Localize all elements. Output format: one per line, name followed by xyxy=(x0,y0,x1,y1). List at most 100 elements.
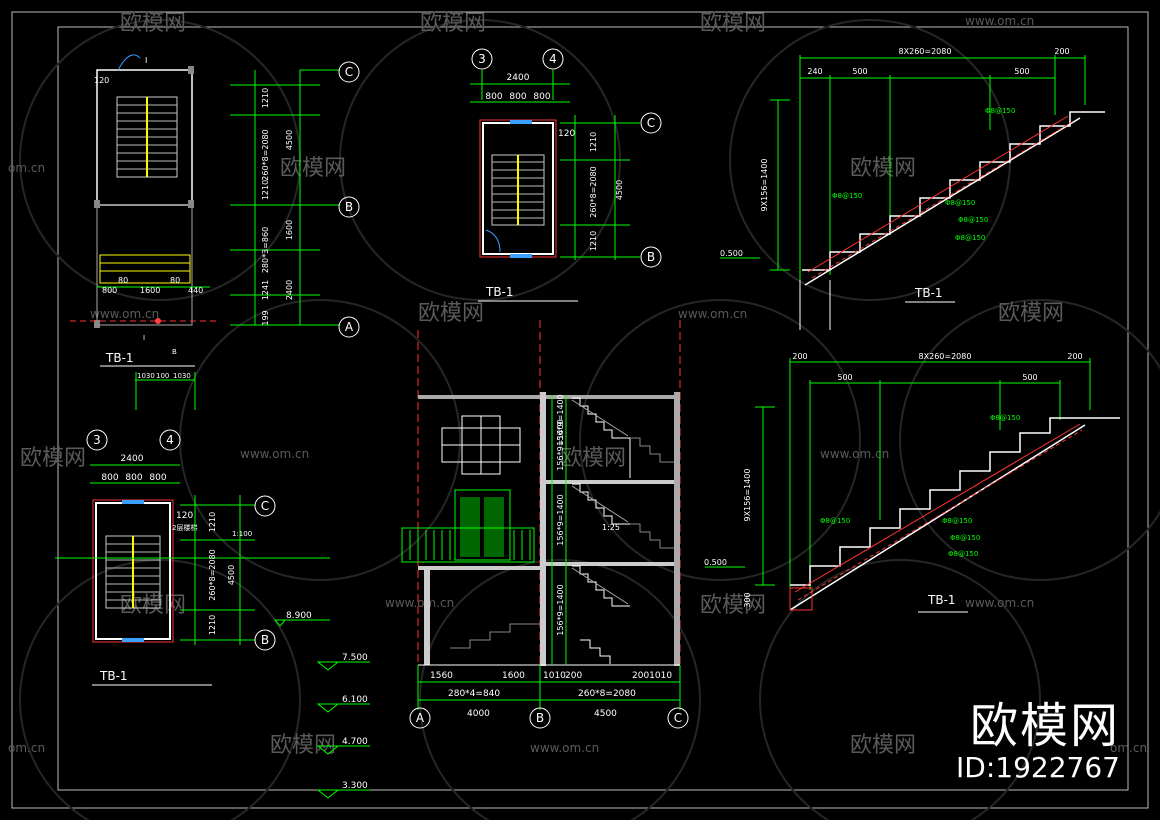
svg-text:欧模网: 欧模网 xyxy=(420,11,486,36)
svg-text:1:100: 1:100 xyxy=(232,530,252,538)
watermark-site: www.om.cn om.cn www.om.cn www.om.cn www.… xyxy=(8,14,1147,755)
svg-text:C: C xyxy=(674,711,682,725)
svg-text:B: B xyxy=(536,711,544,725)
svg-text:156*9=1400: 156*9=1400 xyxy=(556,419,565,470)
svg-text:800: 800 xyxy=(101,473,118,483)
svg-text:2001010: 2001010 xyxy=(632,671,672,681)
svg-text:B: B xyxy=(647,250,655,264)
svg-text:8.900: 8.900 xyxy=(286,611,312,621)
svg-text:280*3=860: 280*3=860 xyxy=(261,227,270,273)
svg-text:1210: 1210 xyxy=(261,88,270,108)
svg-text:8X260=2080: 8X260=2080 xyxy=(899,47,952,56)
svg-text:B: B xyxy=(172,348,177,356)
stair-detail-top: 8X260=2080 200 240 500 500 9X156=1400 0.… xyxy=(720,47,1105,330)
svg-text:2400: 2400 xyxy=(285,280,294,300)
svg-text:800: 800 xyxy=(149,473,166,483)
svg-text:3: 3 xyxy=(93,433,101,447)
svg-text:80: 80 xyxy=(118,276,128,285)
svg-text:www.om.cn: www.om.cn xyxy=(385,596,454,610)
svg-text:Φ8@150: Φ8@150 xyxy=(990,414,1020,422)
svg-text:0.500: 0.500 xyxy=(720,249,743,258)
svg-text:om.cn: om.cn xyxy=(1110,741,1147,755)
svg-text:C: C xyxy=(261,499,269,513)
svg-text:500: 500 xyxy=(1014,67,1029,76)
svg-text:A: A xyxy=(416,711,425,725)
svg-text:800: 800 xyxy=(125,473,142,483)
svg-text:B: B xyxy=(345,200,353,214)
svg-text:Φ8@150: Φ8@150 xyxy=(950,534,980,542)
svg-text:500: 500 xyxy=(1022,373,1037,382)
inner-frame xyxy=(57,26,1129,791)
svg-text:156*9=1400: 156*9=1400 xyxy=(556,394,565,445)
svg-text:200: 200 xyxy=(1067,352,1082,361)
svg-text:200: 200 xyxy=(792,352,807,361)
svg-text:4500: 4500 xyxy=(615,180,624,200)
svg-text:280*4=840: 280*4=840 xyxy=(448,689,500,699)
svg-text:4: 4 xyxy=(166,433,174,447)
svg-text:1030: 1030 xyxy=(137,372,155,380)
svg-text:156*9=1400: 156*9=1400 xyxy=(556,494,565,545)
svg-text:1010: 1010 xyxy=(543,671,566,681)
outer-frame xyxy=(11,11,1149,809)
svg-text:www.om.cn: www.om.cn xyxy=(678,307,747,321)
svg-text:欧模网: 欧模网 xyxy=(418,301,484,326)
svg-text:www.om.cn: www.om.cn xyxy=(965,596,1034,610)
svg-text:欧模网: 欧模网 xyxy=(280,156,346,181)
svg-text:Φ8@150: Φ8@150 xyxy=(985,107,1015,115)
svg-text:Φ8@150: Φ8@150 xyxy=(832,192,862,200)
svg-text:4500: 4500 xyxy=(285,130,294,150)
svg-text:4500: 4500 xyxy=(594,709,617,719)
svg-text:200: 200 xyxy=(565,671,582,681)
svg-text:1210: 1210 xyxy=(261,180,270,200)
svg-text:TB-1: TB-1 xyxy=(914,286,943,300)
svg-text:260*8=2080: 260*8=2080 xyxy=(208,549,217,600)
svg-text:9X156=1400: 9X156=1400 xyxy=(743,469,752,522)
svg-text:www.om.cn: www.om.cn xyxy=(530,741,599,755)
svg-text:800: 800 xyxy=(102,286,117,295)
svg-text:800: 800 xyxy=(485,92,502,102)
svg-text:Φ8@150: Φ8@150 xyxy=(820,517,850,525)
brand-logo: 欧模网 xyxy=(969,698,1120,754)
svg-text:4.700: 4.700 xyxy=(342,737,368,747)
svg-text:120: 120 xyxy=(558,129,575,139)
svg-text:200: 200 xyxy=(1054,47,1069,56)
svg-text:4500: 4500 xyxy=(227,565,236,585)
svg-text:C: C xyxy=(345,65,353,79)
svg-text:300: 300 xyxy=(743,592,752,607)
svg-text:TB-1: TB-1 xyxy=(485,285,514,299)
svg-text:80: 80 xyxy=(170,276,180,285)
svg-text:2400: 2400 xyxy=(121,454,144,464)
svg-text:Φ8@150: Φ8@150 xyxy=(945,199,975,207)
svg-text:I: I xyxy=(145,56,147,65)
svg-text:4000: 4000 xyxy=(467,709,490,719)
svg-text:www.om.cn: www.om.cn xyxy=(965,14,1034,28)
svg-text:1600: 1600 xyxy=(140,286,160,295)
svg-text:www.om.cn: www.om.cn xyxy=(240,447,309,461)
svg-text:8X260=2080: 8X260=2080 xyxy=(919,352,972,361)
svg-text:800: 800 xyxy=(533,92,550,102)
svg-text:260*8=2080: 260*8=2080 xyxy=(589,166,598,217)
watermark-text: 欧模网 欧模网 欧模网 欧模网 欧模网 欧模网 欧模网 欧模网 欧模网 欧模网 … xyxy=(20,11,1064,758)
svg-text:Φ8@150: Φ8@150 xyxy=(942,517,972,525)
plan-top: 3 4 2400 800 800 800 120 1210 xyxy=(470,48,662,302)
svg-text:156*9=1400: 156*9=1400 xyxy=(556,584,565,635)
svg-text:om.cn: om.cn xyxy=(8,161,45,175)
svg-text:800: 800 xyxy=(509,92,526,102)
svg-text:440: 440 xyxy=(188,286,203,295)
svg-text:欧模网: 欧模网 xyxy=(998,301,1064,326)
svg-text:260*8=2080: 260*8=2080 xyxy=(261,129,270,180)
svg-text:www.om.cn: www.om.cn xyxy=(820,447,889,461)
svg-text:B: B xyxy=(261,633,269,647)
svg-text:120: 120 xyxy=(94,76,109,85)
svg-text:4: 4 xyxy=(549,52,557,66)
svg-text:1241: 1241 xyxy=(261,280,270,300)
svg-text:1600: 1600 xyxy=(502,671,525,681)
svg-text:欧模网: 欧模网 xyxy=(560,446,626,471)
svg-text:3: 3 xyxy=(478,52,486,66)
svg-text:Φ8@150: Φ8@150 xyxy=(958,216,988,224)
svg-text:www.om.cn: www.om.cn xyxy=(90,307,159,321)
svg-text:I: I xyxy=(143,334,145,342)
stair-detail-bottom: 200 8X260=2080 200 500 500 9X156=1400 30… xyxy=(704,352,1120,613)
svg-text:Φ8@150: Φ8@150 xyxy=(948,550,978,558)
